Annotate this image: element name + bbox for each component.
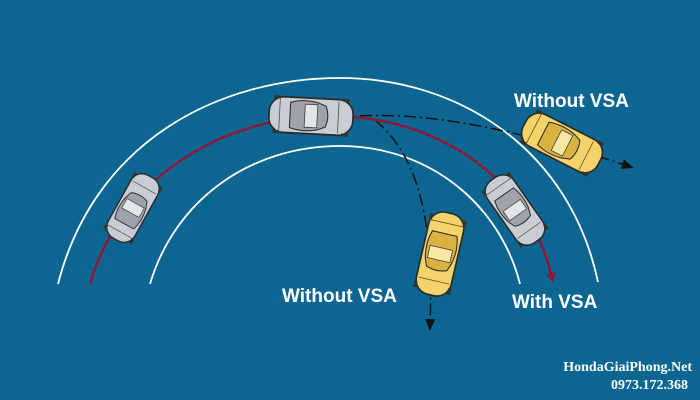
car-yellow-inward bbox=[411, 207, 469, 301]
label-without-vsa-top: Without VSA bbox=[514, 91, 629, 112]
watermark-site: HondaGiaiPhong.Net bbox=[563, 360, 692, 375]
inner-lane-line bbox=[149, 145, 521, 285]
outer-lane-line bbox=[57, 77, 599, 285]
watermark-phone: 0973.172.368 bbox=[611, 378, 688, 393]
car-silver-entering bbox=[100, 167, 166, 249]
car-silver-top bbox=[267, 94, 355, 138]
label-with-vsa: With VSA bbox=[512, 292, 598, 313]
car-silver-with-vsa bbox=[478, 168, 552, 252]
label-without-vsa-bottom: Without VSA bbox=[282, 286, 397, 307]
car-yellow-outward bbox=[515, 106, 609, 180]
